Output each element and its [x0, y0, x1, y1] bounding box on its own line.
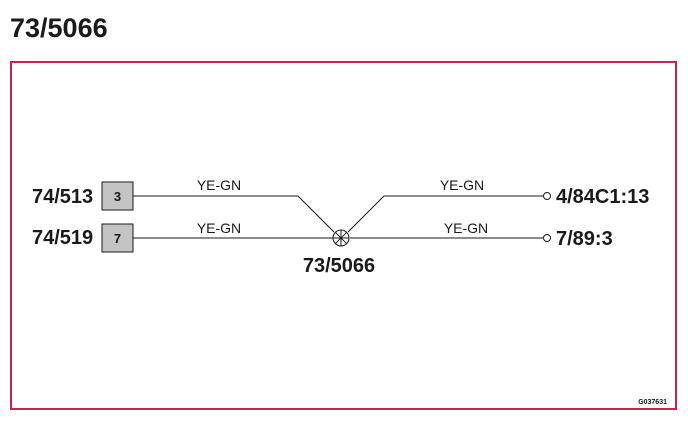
splice-label: 73/5066 — [303, 255, 375, 277]
figure-reference-code: G037631 — [638, 399, 667, 406]
diagram-frame — [10, 61, 677, 410]
splice-junction-icon — [332, 229, 350, 247]
wire-color-label: YE-GN — [197, 220, 241, 236]
wire-upper-right — [347, 195, 543, 233]
connector-label-74-519: 74/519 — [32, 227, 93, 249]
connector-pin-box-7: 7 — [101, 223, 134, 253]
diagram-title: 73/5066 — [10, 13, 108, 43]
connector-pin-number: 3 — [114, 189, 121, 204]
wire-color-label: YE-GN — [197, 177, 241, 193]
connector-pin-box-3: 3 — [101, 181, 134, 211]
wire-color-label: YE-GN — [440, 177, 484, 193]
wire-color-label: YE-GN — [444, 220, 488, 236]
terminal-open-circle-icon — [543, 192, 551, 200]
terminal-label-7-89-3: 7/89:3 — [556, 228, 613, 250]
terminal-open-circle-icon — [543, 234, 551, 242]
connector-label-74-513: 74/513 — [32, 186, 93, 208]
connector-pin-number: 7 — [114, 231, 121, 246]
terminal-label-4-84c1-13: 4/84C1:13 — [556, 186, 649, 208]
wire-upper-left — [133, 195, 335, 233]
